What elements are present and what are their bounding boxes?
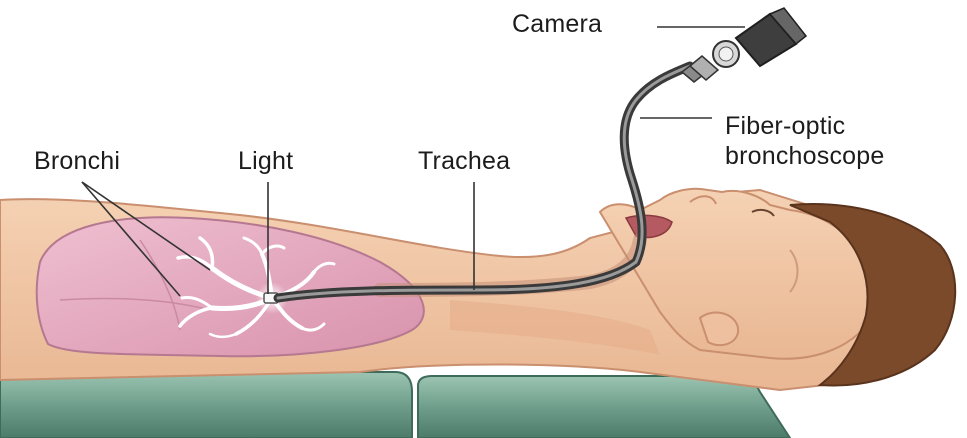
label-bronchi: Bronchi [34, 149, 120, 174]
label-fiber-optic-line1: Fiber-optic [725, 111, 884, 141]
label-camera: Camera [512, 12, 602, 37]
camera-handle [682, 8, 806, 82]
label-trachea: Trachea [418, 149, 510, 174]
label-fiber-optic-bronchoscope: Fiber-optic bronchoscope [725, 111, 884, 171]
label-fiber-optic-line2: bronchoscope [725, 141, 884, 171]
mattress [0, 372, 790, 438]
label-light: Light [238, 149, 293, 174]
